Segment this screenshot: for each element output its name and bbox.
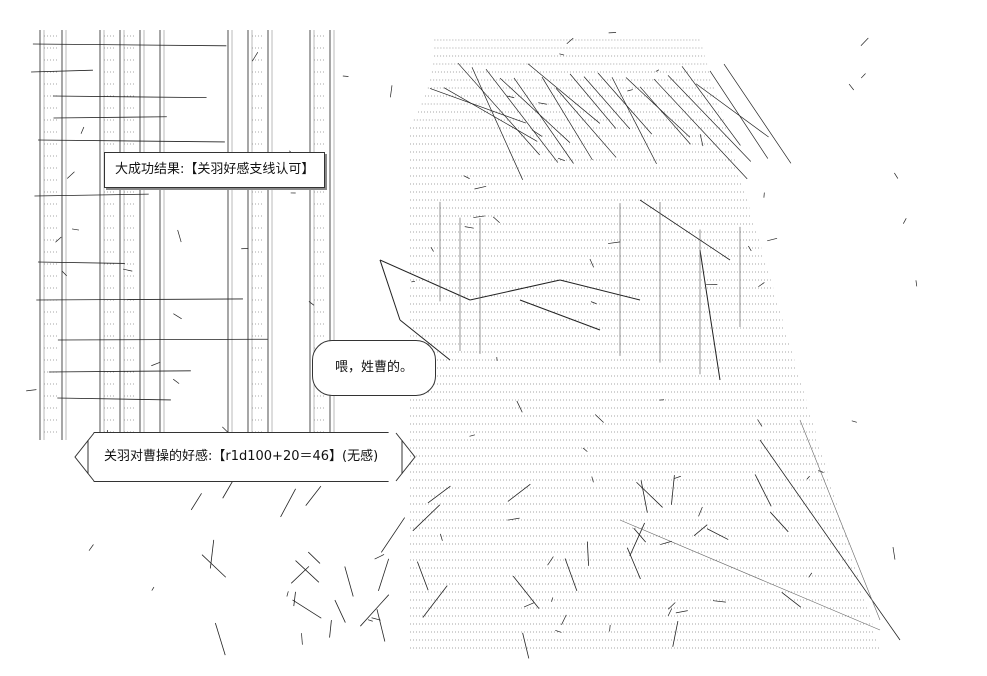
speech-bubble: 喂，姓曹的。 <box>312 340 437 396</box>
affection-roll-text: 关羽对曹操的好感:【r1d100+20＝46】(无感) <box>104 449 379 464</box>
ascii-texture <box>26 30 918 659</box>
affection-roll-box: 关羽对曹操的好感:【r1d100+20＝46】(无感) <box>74 432 408 482</box>
result-label-box: 大成功结果:【关羽好感支线认可】 <box>104 152 326 188</box>
result-label: 大成功结果:【关羽好感支线认可】 <box>115 162 315 177</box>
speech-text: 喂，姓曹的。 <box>335 360 414 375</box>
